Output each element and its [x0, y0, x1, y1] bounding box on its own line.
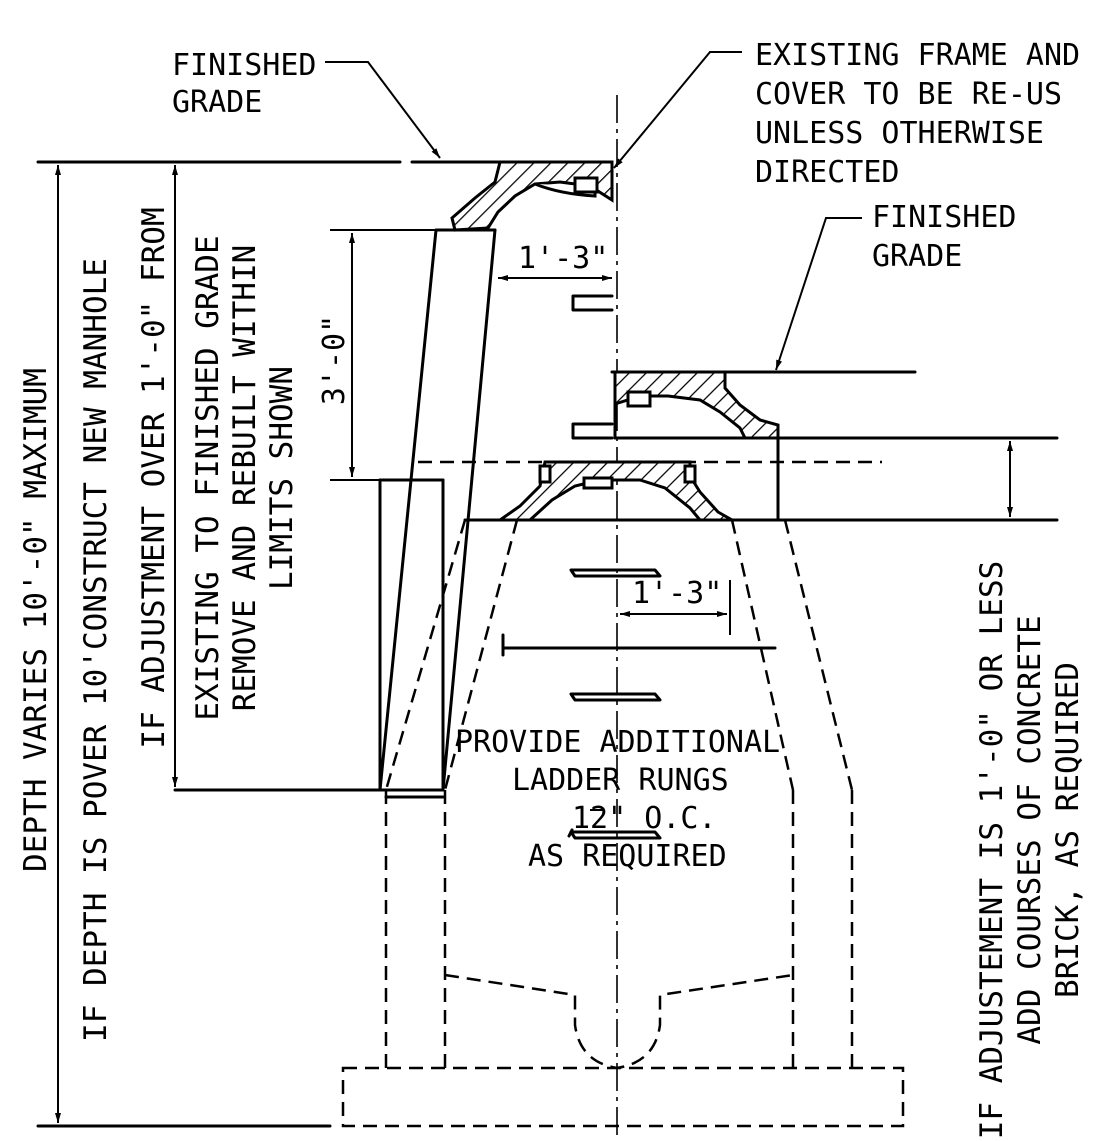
mid-offset-dimension: [501, 580, 777, 657]
provide-rungs-line3: 12" O.C.: [572, 801, 717, 836]
right-note-line2: ADD COURSES OF CONCRETE: [1012, 615, 1048, 1044]
existing-frame-line2: COVER TO BE RE-US: [755, 77, 1062, 112]
ladder-rung-lower-3: [569, 830, 662, 840]
provide-rungs-line1: PROVIDE ADDITIONAL: [455, 725, 780, 760]
three-foot-dimension: [330, 229, 436, 481]
existing-manhole-outline: [341, 519, 905, 1128]
raised-frame-and-cover: [610, 370, 1059, 522]
depth-note-line2: IF DEPTH IS POVER 10'CONSTRUCT NEW MANHO…: [78, 258, 114, 1042]
finished-grade-right-line2: GRADE: [872, 239, 962, 274]
existing-frame-at-cone: [418, 460, 1059, 522]
adjust-note-line4: LIMITS SHOWN: [264, 366, 300, 590]
existing-frame-line4: DIRECTED: [755, 155, 900, 190]
top-offset-label: 1'-3": [518, 241, 608, 276]
right-note-line1: IF ADJUSTEMENT IS 1'-0" OR LESS: [974, 561, 1010, 1140]
leader-rungs: [567, 809, 635, 839]
ladder-rung-lower-1: [569, 568, 662, 578]
adjust-note-line1: IF ADJUSTMENT OVER 1'-0" FROM: [136, 207, 172, 748]
upper-riser-section: [378, 228, 497, 799]
finished-grade-right-line1: FINISHED: [872, 200, 1017, 235]
leader-finished-grade-top: [325, 61, 441, 159]
provide-rungs-line4: AS REQUIRED: [528, 839, 727, 874]
ladder-rung-lower-2: [569, 692, 662, 702]
depth-note-line1: DEPTH VARIES 10'-0" MAXIMUM: [18, 368, 54, 872]
top-frame-and-cover: [450, 160, 614, 232]
finished-grade-top-line2: GRADE: [172, 85, 262, 120]
existing-frame-line3: UNLESS OTHERWISE: [755, 116, 1044, 151]
right-note-line3: BRICK, AS REQUIRED: [1050, 662, 1086, 998]
leader-finished-grade-right: [775, 217, 862, 371]
mid-offset-label: 1'-3": [632, 576, 722, 611]
three-foot-label: 3'-0": [317, 315, 352, 405]
ladder-rung-mid: [571, 422, 614, 440]
provide-rungs-line2: LADDER RUNGS: [512, 763, 729, 798]
ladder-rung-top: [571, 294, 614, 312]
adjust-note-line3: REMOVE AND REBUILT WITHIN: [227, 245, 263, 712]
leader-existing-frame: [613, 51, 742, 169]
finished-grade-top-line1: FINISHED: [172, 48, 317, 83]
existing-frame-line1: EXISTING FRAME AND: [755, 38, 1080, 73]
adjust-note-line2: EXISTING TO FINISHED GRADE: [190, 235, 226, 720]
